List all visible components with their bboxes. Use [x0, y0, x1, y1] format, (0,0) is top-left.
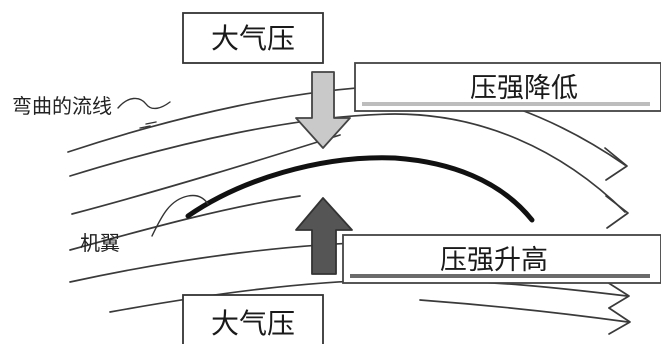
wing-callout: 机翼: [80, 194, 209, 255]
wing-airfoil: [185, 155, 535, 223]
bottom-atmospheric-pressure-label: 大气压: [211, 307, 295, 340]
downward-pressure-arrow: [295, 71, 351, 149]
streamline-arrowhead: [605, 195, 629, 229]
curved-streamline-hatch: [139, 121, 157, 129]
streamline-arrowhead: [606, 281, 630, 309]
upward-pressure-arrow: [295, 197, 353, 275]
pressure-increase-label: 压强升高: [440, 245, 548, 276]
streamline-upper-2: [69, 113, 626, 213]
curved-streamline-leader: [117, 97, 171, 110]
top-atmospheric-pressure-box: 大气压: [182, 12, 324, 64]
wing-label: 机翼: [80, 231, 120, 255]
pressure-increase-box: 压强升高: [342, 234, 661, 284]
streamline-lower-4: [419, 299, 629, 323]
streamline-arrowhead: [604, 147, 628, 181]
pressure-decrease-box: 压强降低: [354, 62, 661, 112]
streamline-arrowhead: [608, 307, 631, 335]
wing-leader: [151, 194, 209, 237]
streamline-upper-3: [71, 134, 341, 215]
curved-streamline-callout: 弯曲的流线: [12, 94, 171, 129]
curved-streamline-label: 弯曲的流线: [12, 94, 112, 118]
bottom-atmospheric-pressure-box: 大气压: [182, 294, 324, 344]
pressure-decrease-label: 压强降低: [470, 73, 578, 104]
top-atmospheric-pressure-label: 大气压: [211, 22, 295, 55]
streamline-lower-1: [69, 195, 301, 251]
